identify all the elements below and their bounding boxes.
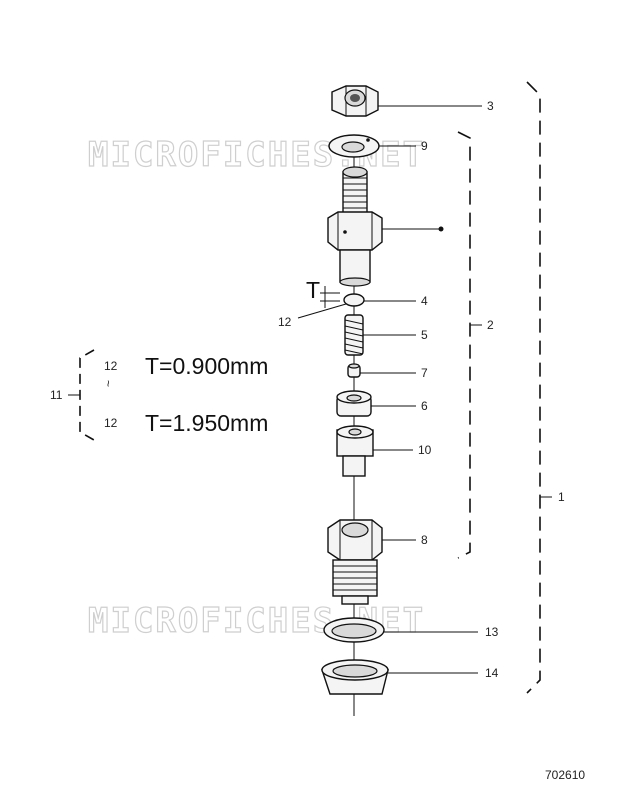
callout-14: 14 — [485, 666, 499, 680]
leader-lines — [297, 105, 482, 674]
part-4-shim — [343, 293, 365, 307]
legend-item-bottom: 12 — [104, 416, 118, 430]
part-3-nut — [331, 85, 379, 117]
bracket-assembly-2 — [457, 131, 471, 559]
callout-4: 4 — [421, 294, 428, 308]
callout-6: 6 — [421, 399, 428, 413]
callout-5: 5 — [421, 328, 428, 342]
part-8-retaining-nut — [327, 519, 383, 605]
shim-range-legend: 11 12 ~ 12 T=0.900mm T=1.950mm — [50, 349, 268, 441]
callout-2: 2 — [487, 318, 494, 332]
part-7-pushrod — [347, 363, 361, 378]
part-10-nozzle — [336, 425, 374, 477]
drawing-number: 702610 — [545, 768, 585, 782]
callout-8: 8 — [421, 533, 428, 547]
callout-9: 9 — [421, 139, 428, 153]
legend-group-11: 11 — [50, 388, 63, 402]
legend-tilde: ~ — [101, 380, 115, 387]
callout-12: 12 — [278, 315, 292, 329]
legend-max-thickness: T=1.950mm — [145, 410, 268, 436]
thickness-marker-label: T — [306, 277, 320, 303]
thickness-marker: T — [306, 277, 340, 308]
callout-3: 3 — [487, 99, 494, 113]
part-9-washer — [328, 134, 380, 158]
legend-item-top: 12 — [104, 359, 118, 373]
nozzle-holder-body — [327, 166, 383, 287]
part-6-spacer — [336, 390, 372, 417]
callout-10: 10 — [418, 443, 432, 457]
bracket-assembly-1 — [526, 81, 541, 694]
part-13-gasket — [323, 617, 385, 643]
part-5-spring — [344, 314, 364, 356]
callout-7: 7 — [421, 366, 428, 380]
legend-min-thickness: T=0.900mm — [145, 353, 268, 379]
callout-13: 13 — [485, 625, 499, 639]
callout-1: 1 — [558, 490, 565, 504]
part-14-seat — [321, 659, 389, 695]
